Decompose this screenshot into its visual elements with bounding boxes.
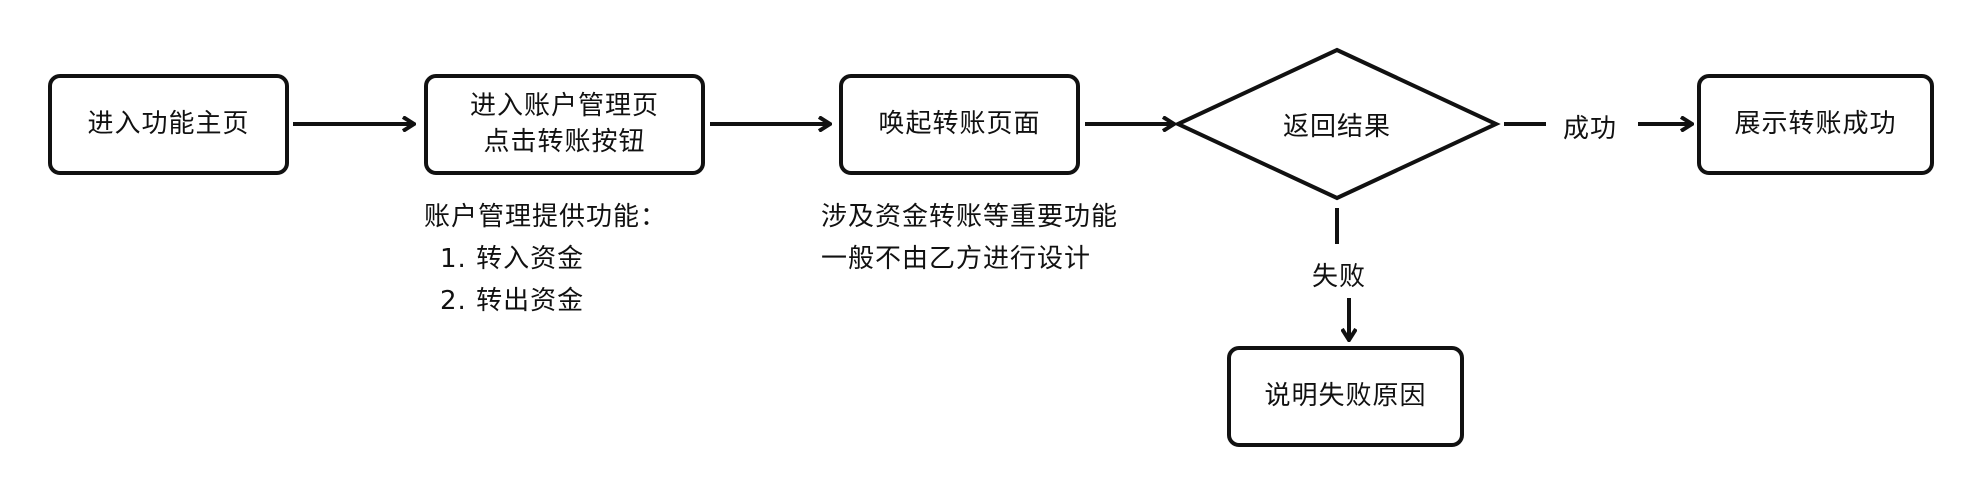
- node-transfer-page: 唤起转账页面: [839, 74, 1080, 175]
- note-transfer-line1: 涉及资金转账等重要功能: [821, 202, 1119, 232]
- node-success-page: 展示转账成功: [1697, 74, 1934, 175]
- node-failure-page-label: 说明失败原因: [1264, 380, 1427, 411]
- result-decision-label: 返回结果: [1282, 111, 1391, 142]
- note-transfer-line2: 一般不由乙方进行设计: [821, 244, 1092, 274]
- result-decision-diamond: [1173, 47, 1501, 201]
- note-transfer: 涉及资金转账等重要功能 一般不由乙方进行设计: [821, 196, 1118, 280]
- node-home-label: 进入功能主页: [87, 108, 250, 139]
- note-account-features-title: 账户管理提供功能：: [424, 202, 668, 232]
- node-success-page-label: 展示转账成功: [1734, 108, 1897, 139]
- edge-label-success: 成功: [1563, 108, 1618, 145]
- note-account-features-item-2: 2. 转出资金: [440, 286, 585, 316]
- node-account-line1: 进入账户管理页: [469, 91, 659, 122]
- node-account-line2: 点击转账按钮: [483, 126, 646, 157]
- note-account-features-item-1: 1. 转入资金: [440, 244, 585, 274]
- node-account: 进入账户管理页 点击转账按钮: [424, 74, 705, 175]
- node-failure-page: 说明失败原因: [1227, 346, 1464, 447]
- edge-label-failure: 失败: [1312, 256, 1367, 293]
- node-home: 进入功能主页: [48, 74, 289, 175]
- node-transfer-page-label: 唤起转账页面: [878, 108, 1041, 139]
- note-account-features: 账户管理提供功能： 1. 转入资金 2. 转出资金: [424, 196, 667, 322]
